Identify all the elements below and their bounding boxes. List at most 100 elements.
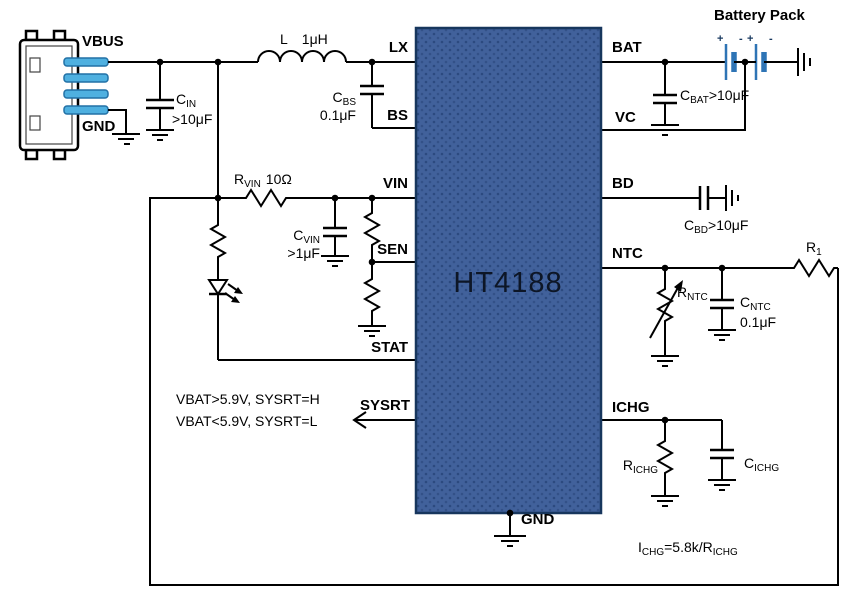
usb-tab [52,148,67,161]
ic-block: HT4188 [414,26,603,515]
cbat-label: CBAT>10μF [680,87,749,106]
usb-contact-vbus [63,57,109,67]
ground-symbol-richg [651,495,679,507]
rntc-arrowhead [674,280,683,292]
ground-symbol-ic [494,535,526,547]
cichg-label: CICHG [744,455,779,474]
cvin-plates [323,226,347,238]
r1-symbol [790,258,838,278]
sen-divider [358,198,416,337]
cin-plates [146,98,174,110]
battery-plus2: + [747,33,753,45]
vc-wire [601,62,746,131]
pin-label-vc: VC [615,109,636,126]
rntc-arrow-line [649,283,681,339]
junction-dot [506,509,514,517]
ground-symbol-rntc [651,355,679,367]
sysrt-signal: VBAT>5.9V, SYSRT=H VBAT<5.9V, SYSRT=L [176,391,416,429]
cntc-value: 0.1μF [740,314,776,330]
pin-label-bs: BS [387,107,408,124]
usb-gnd-wire [108,109,127,134]
cin-value: >10μF [172,111,212,127]
capacitor-cbs: CBS 0.1μF [320,62,416,129]
ground-symbol-divider [358,325,386,337]
pin-labels: LX BS VIN SEN STAT SYSRT BAT VC BD NTC I… [360,39,650,528]
richg-symbol [655,438,675,476]
battery-plus1: + [717,33,723,45]
cbs-plates [360,84,384,96]
bat-output: CBAT>10μF Battery Pack + - + - [651,7,811,136]
rntc-symbol [655,286,675,324]
sysrt-note-high: VBAT>5.9V, SYSRT=H [176,391,320,407]
feedback-loop-wire [149,197,839,586]
cvin-value: >1μF [287,245,320,261]
usb-connector: VBUS GND [18,29,140,161]
pin-label-ntc: NTC [612,245,643,262]
sysrt-note-low: VBAT<5.9V, SYSRT=L [176,413,318,429]
stat-wire [217,260,416,361]
pin-label-bd: BD [612,175,634,192]
divider-resistor-top [362,210,382,248]
ground-symbol-cvin [321,255,349,267]
ic-part-number: HT4188 [453,267,562,299]
junction-dot [718,264,726,272]
junction-dots [156,58,749,517]
ground-symbol-cin [146,129,174,141]
cntc-plates [710,298,734,310]
pin-label-sen: SEN [377,241,408,258]
junction-dot [661,58,669,66]
led-icon [207,279,229,296]
battery-pack-title: Battery Pack [714,7,806,24]
cichg-plates [710,448,734,460]
divider-resistor-bottom [362,276,382,314]
r1-label: R1 [806,239,822,258]
ground-symbol-usb [112,133,140,145]
pin-label-vin: VIN [383,175,408,192]
led-branch [207,198,416,361]
ground-symbol-cntc [708,329,736,341]
junction-dot [741,58,749,66]
cin-label: CIN [176,91,196,110]
usb-contact-gnd [63,105,109,115]
cbs-label: CBS [333,89,357,108]
usb-detail [29,115,41,131]
vbus-label: VBUS [82,33,124,50]
gnd-pin [494,513,526,547]
led-resistor [208,222,228,260]
rvin-symbol [240,188,292,208]
capacitor-cbd: CBD>10μF [684,185,748,236]
cntc-label: CNTC [740,294,771,313]
junction-dot [368,258,376,266]
cbat-plates [653,93,677,105]
pin-label-stat: STAT [371,339,408,356]
usb-tab [52,29,67,42]
usb-contact [63,73,109,83]
junction-dot [331,194,339,202]
junction-dot [156,58,164,66]
junction-dot [214,194,222,202]
pin-label-lx: LX [389,39,408,56]
pin-label-gnd: GND [521,511,555,528]
usb-tab [24,148,39,161]
junction-dot [661,264,669,272]
battery-minus1: - [739,33,743,45]
usb-tab [24,29,39,42]
junction-dot [661,416,669,424]
rntc-label: RNTC [677,284,708,303]
cbd-plates [698,186,710,210]
usb-gnd-label: GND [82,118,116,135]
ground-symbol-cbat [651,124,679,136]
led-arrowhead [231,296,240,303]
richg-label: RICHG [623,457,658,476]
ground-symbol-cbd [725,185,739,211]
ic-body [414,26,603,515]
capacitor-cvin: CVIN >1μF [287,198,349,267]
cbd-label: CBD>10μF [684,217,748,236]
junction-dot [368,58,376,66]
